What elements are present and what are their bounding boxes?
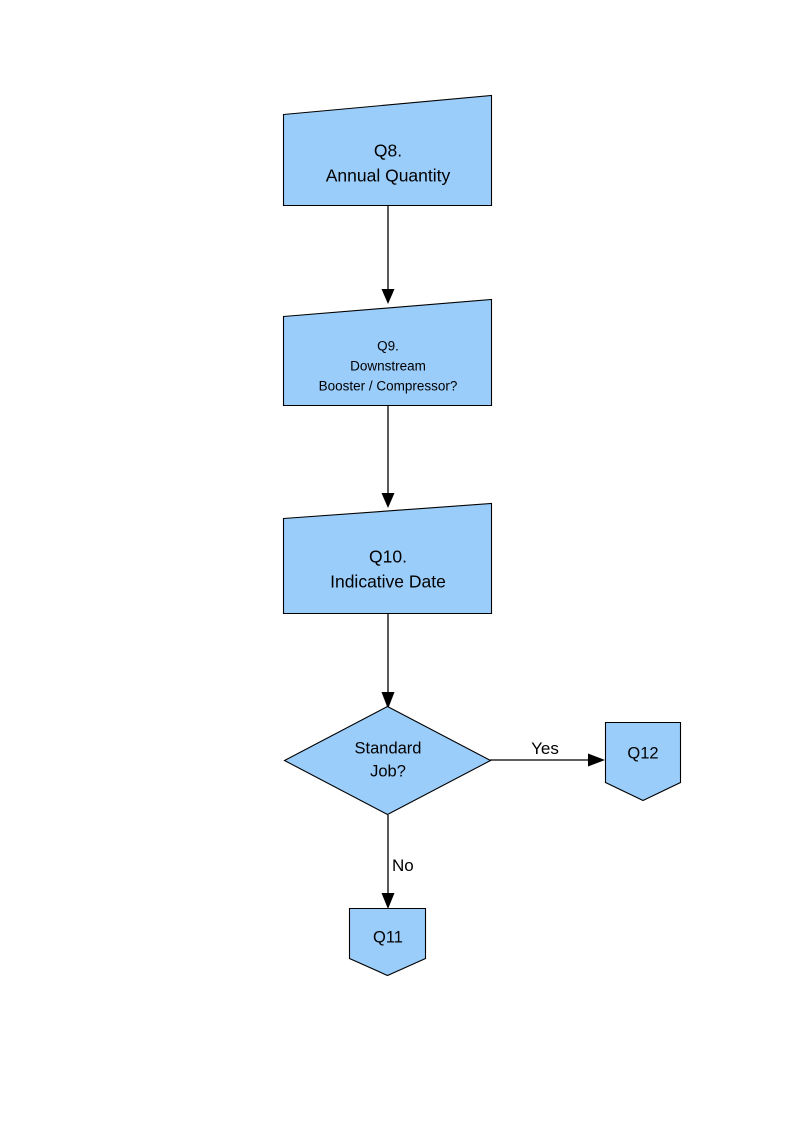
- node-q9-label-line3: Booster / Compressor?: [319, 379, 458, 394]
- node-q9-label-line2: Downstream: [350, 359, 426, 374]
- edge-q9-to-q10-arrowhead: [381, 493, 395, 508]
- node-q8-label-line2: Annual Quantity: [326, 166, 451, 186]
- node-q11-label: Q11: [373, 928, 403, 946]
- node-q9[interactable]: Q9. Downstream Booster / Compressor?: [282, 298, 493, 407]
- node-q9-label-line1: Q9.: [377, 339, 399, 354]
- edge-label-yes: Yes: [531, 739, 559, 758]
- node-q8-label-line1: Q8.: [374, 141, 402, 161]
- edge-q8-to-q9: [381, 206, 395, 304]
- node-decision-label-line1: Standard: [355, 739, 422, 757]
- node-q10-label-line2: Indicative Date: [330, 572, 446, 592]
- edge-decision-to-q12: [490, 753, 605, 767]
- node-decision-label-line2: Job?: [370, 762, 406, 780]
- node-q11-shape[interactable]: [348, 907, 427, 977]
- node-q10[interactable]: Q10. Indicative Date: [282, 502, 493, 615]
- node-q10-shape[interactable]: [282, 502, 493, 615]
- edge-decision-to-q12-arrowhead: [588, 753, 605, 767]
- node-q9-shape[interactable]: [282, 298, 493, 407]
- node-decision-shape[interactable]: [283, 705, 492, 816]
- edge-decision-to-q11-arrowhead: [381, 893, 395, 909]
- edge-decision-to-q11: [381, 815, 395, 909]
- edge-q10-to-decision-arrowhead: [381, 692, 395, 709]
- edge-q9-to-q10: [381, 406, 395, 508]
- node-q8-shape[interactable]: [282, 94, 493, 207]
- node-decision-standard-job[interactable]: Standard Job?: [283, 705, 492, 816]
- node-q12[interactable]: Q12: [604, 721, 682, 802]
- edge-label-no: No: [392, 856, 414, 875]
- node-q12-label: Q12: [627, 744, 658, 762]
- node-q8[interactable]: Q8. Annual Quantity: [282, 94, 493, 207]
- node-q11[interactable]: Q11: [348, 907, 427, 977]
- node-q12-shape[interactable]: [604, 721, 682, 802]
- edge-q10-to-decision: [381, 614, 395, 709]
- edge-q8-to-q9-arrowhead: [381, 289, 395, 304]
- node-q10-label-line1: Q10.: [369, 547, 407, 567]
